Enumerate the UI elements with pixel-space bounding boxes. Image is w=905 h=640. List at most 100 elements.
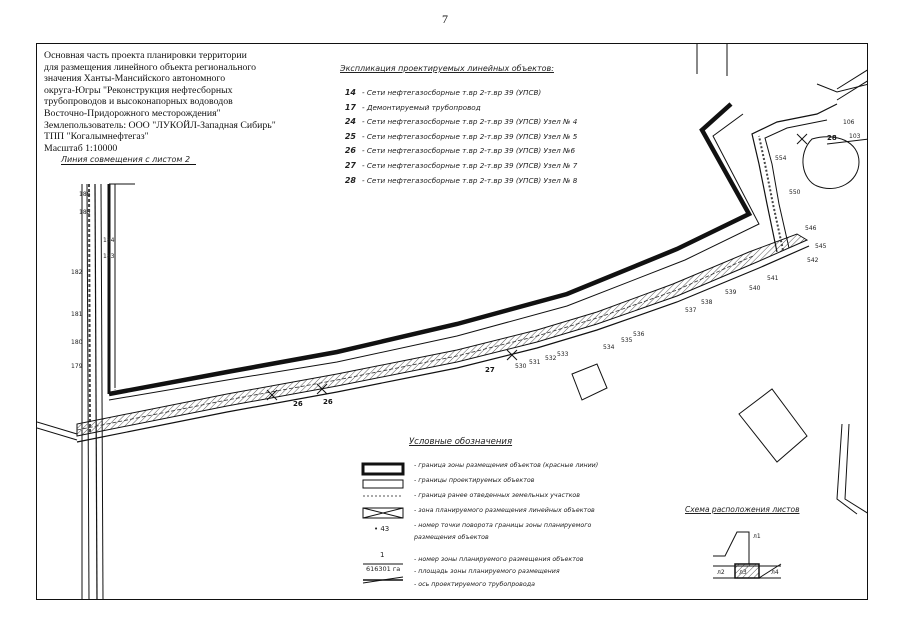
explication-text: - Сети нефтегазосборные т.вр 2-т.вр 39 (… — [362, 146, 576, 156]
point-label: 103 — [849, 133, 861, 140]
legend-text: - границы проектируемых объектов — [414, 477, 535, 484]
title-line: ТПП "Когалымнефтегаз" — [44, 131, 149, 143]
title-line: Восточно-Придорожного месторождения" — [44, 107, 221, 119]
explication-number: 24 — [344, 117, 356, 127]
explication-item: 17 - Демонтируемый трубопровод — [340, 103, 577, 118]
point-label: 185 — [79, 209, 91, 216]
legend-text: размещения объектов — [414, 534, 489, 541]
point-label: 533 — [557, 351, 569, 358]
point-label: 539 — [725, 289, 737, 296]
legend-text: - площадь зоны планируемого размещения — [414, 568, 560, 575]
point-label: 535 — [621, 337, 633, 344]
page-number: 7 — [442, 12, 448, 26]
left-point-labels: 186 185 184 183 182 181 180 179 — [71, 191, 115, 370]
point-label: 531 — [529, 359, 541, 366]
map-drawing: 186 185 184 183 182 181 180 179 26 26 27… — [37, 44, 867, 599]
point-label: 183 — [103, 253, 115, 260]
title-line: трубопроводов и высоконапорных водоводов — [44, 96, 233, 108]
explication: Экспликация проектируемых линейных объек… — [340, 64, 577, 190]
explication-number: 14 — [344, 88, 356, 97]
point-label: 537 — [685, 307, 697, 314]
match-line-label: Линия совмещения с листом 2 — [61, 155, 197, 165]
turning-point-symbol: • 43 — [374, 525, 390, 533]
legend-item-linear-zone: - зона планируемого размещения линейных … — [362, 504, 722, 520]
point-label: 184 — [103, 237, 115, 244]
explication-item: 14 - Сети нефтегазосборные т.вр 2-т.вр 3… — [340, 88, 577, 103]
scheme-label: л4 — [771, 569, 779, 576]
point-label: 182 — [71, 269, 83, 276]
explication-item: 24 - Сети нефтегазосборные т.вр 2-т.вр 3… — [340, 117, 577, 132]
explication-text: - Сети нефтегазосборные т.вр 2-т.вр 39 (… — [362, 117, 578, 127]
legend-text: - ось проектируемого трубопровода — [414, 581, 535, 588]
explication-number: 17 — [344, 102, 356, 112]
explication-number: 28 — [344, 175, 356, 185]
zone-number-symbol: 1 — [380, 551, 385, 559]
legend-item-red-lines: - граница зоны размещения объектов (крас… — [362, 459, 722, 475]
point-label: 186 — [79, 191, 91, 198]
legend-title: Условные обозначения — [409, 437, 513, 447]
legend-item-pipeline-axis: - ось проектируемого трубопровода — [362, 578, 722, 594]
point-label: 536 — [633, 331, 645, 338]
explication-title: Экспликация проектируемых линейных объек… — [340, 64, 554, 73]
legend-item-turning-point: • 43 - номер точки поворота границы зоны… — [362, 519, 722, 541]
legend-text: - номер точки поворота границы зоны план… — [414, 522, 592, 529]
route-point-labels: 26 26 27 530 531 532 533 534 535 536 537… — [293, 275, 779, 408]
linear-objects-zone-band — [76, 233, 810, 443]
point-label: 541 — [767, 275, 779, 282]
legend-text: - граница зоны размещения объектов (крас… — [414, 462, 599, 469]
point-label: 180 — [71, 339, 83, 346]
point-label: 530 — [515, 363, 527, 370]
legend-item-allotted-land: - граница ранее отведенных земельных уча… — [362, 489, 722, 505]
explication-number: 26 — [344, 146, 356, 156]
point-label: 532 — [545, 355, 557, 362]
scheme-label: л2 — [717, 569, 725, 576]
legend-item-zone-number: 1 616301 га - номер зоны планируемого ра… — [362, 551, 722, 575]
title-line: Основная часть проекта планировки террит… — [44, 50, 247, 61]
route-markers — [266, 133, 808, 401]
explication-text: - Сети нефтегазосборные т.вр 2-т.вр 39 (… — [362, 131, 578, 141]
right-point-labels: 106 103 28 554 550 546 545 542 — [775, 119, 861, 264]
explication-text: - Демонтируемый трубопровод — [362, 102, 481, 112]
scheme-title: Схема расположения листов — [685, 505, 800, 514]
point-label: 545 — [815, 243, 827, 250]
red-lines-zone-left — [107, 183, 135, 394]
explication-item: 25 - Сети нефтегазосборные т.вр 2-т.вр 3… — [340, 132, 577, 147]
point-label: 540 — [749, 285, 761, 292]
explication-text: - Сети нефтегазосборные т.вр 2-т.вр 39 (… — [362, 175, 578, 185]
point-label: 106 — [843, 119, 855, 126]
point-label: 538 — [701, 299, 713, 306]
title-block: Основная часть проекта планировки террит… — [44, 50, 304, 154]
zone-number-label: 26 — [293, 400, 303, 408]
buildings — [571, 363, 867, 515]
legend-symbols — [361, 462, 405, 584]
legend-text: - граница ранее отведенных земельных уча… — [414, 492, 580, 499]
sheet-layout-scheme: л1 л2 л3 л4 — [713, 531, 782, 579]
explication-item: 27 - Сети нефтегазосборные т.вр 2-т.вр 3… — [340, 161, 577, 176]
zone-number-label: 28 — [827, 134, 837, 142]
scheme-label: л3 — [739, 569, 747, 576]
explication-number: 27 — [344, 160, 356, 170]
scale-label: Масштаб 1:10000 — [44, 142, 118, 154]
scheme-label: л1 — [753, 533, 761, 540]
title-line: для размещения линейного объекта региона… — [44, 61, 257, 73]
point-label: 550 — [789, 189, 801, 196]
explication-text: - Сети нефтегазосборные т.вр 2-т.вр 39 (… — [362, 88, 542, 97]
point-label: 546 — [805, 225, 817, 232]
map-frame: 186 185 184 183 182 181 180 179 26 26 27… — [36, 43, 868, 600]
legend-text: - зона планируемого размещения линейных … — [414, 507, 595, 514]
zone-area-symbol: 616301 га — [366, 565, 401, 573]
zone-number-label: 26 — [323, 398, 333, 406]
explication-item: 26 - Сети нефтегазосборные т.вр 2-т.вр 3… — [340, 146, 577, 161]
point-label: 554 — [775, 155, 787, 162]
zone-number-label: 27 — [485, 366, 495, 374]
title-line: округа-Югры "Реконструкция нефтесборных — [44, 84, 233, 96]
right-corridor — [751, 83, 867, 253]
title-line: Землепользователь: ООО "ЛУКОЙЛ-Западная … — [44, 119, 276, 131]
point-label: 534 — [603, 344, 615, 351]
explication-text: - Сети нефтегазосборные т.вр 2-т.вр 39 (… — [362, 160, 578, 170]
title-line: значения Ханты-Мансийского автономного — [44, 73, 226, 85]
explication-item: 28 - Сети нефтегазосборные т.вр 2-т.вр 3… — [340, 176, 577, 191]
point-label: 179 — [71, 363, 83, 370]
left-corridor — [37, 183, 104, 599]
